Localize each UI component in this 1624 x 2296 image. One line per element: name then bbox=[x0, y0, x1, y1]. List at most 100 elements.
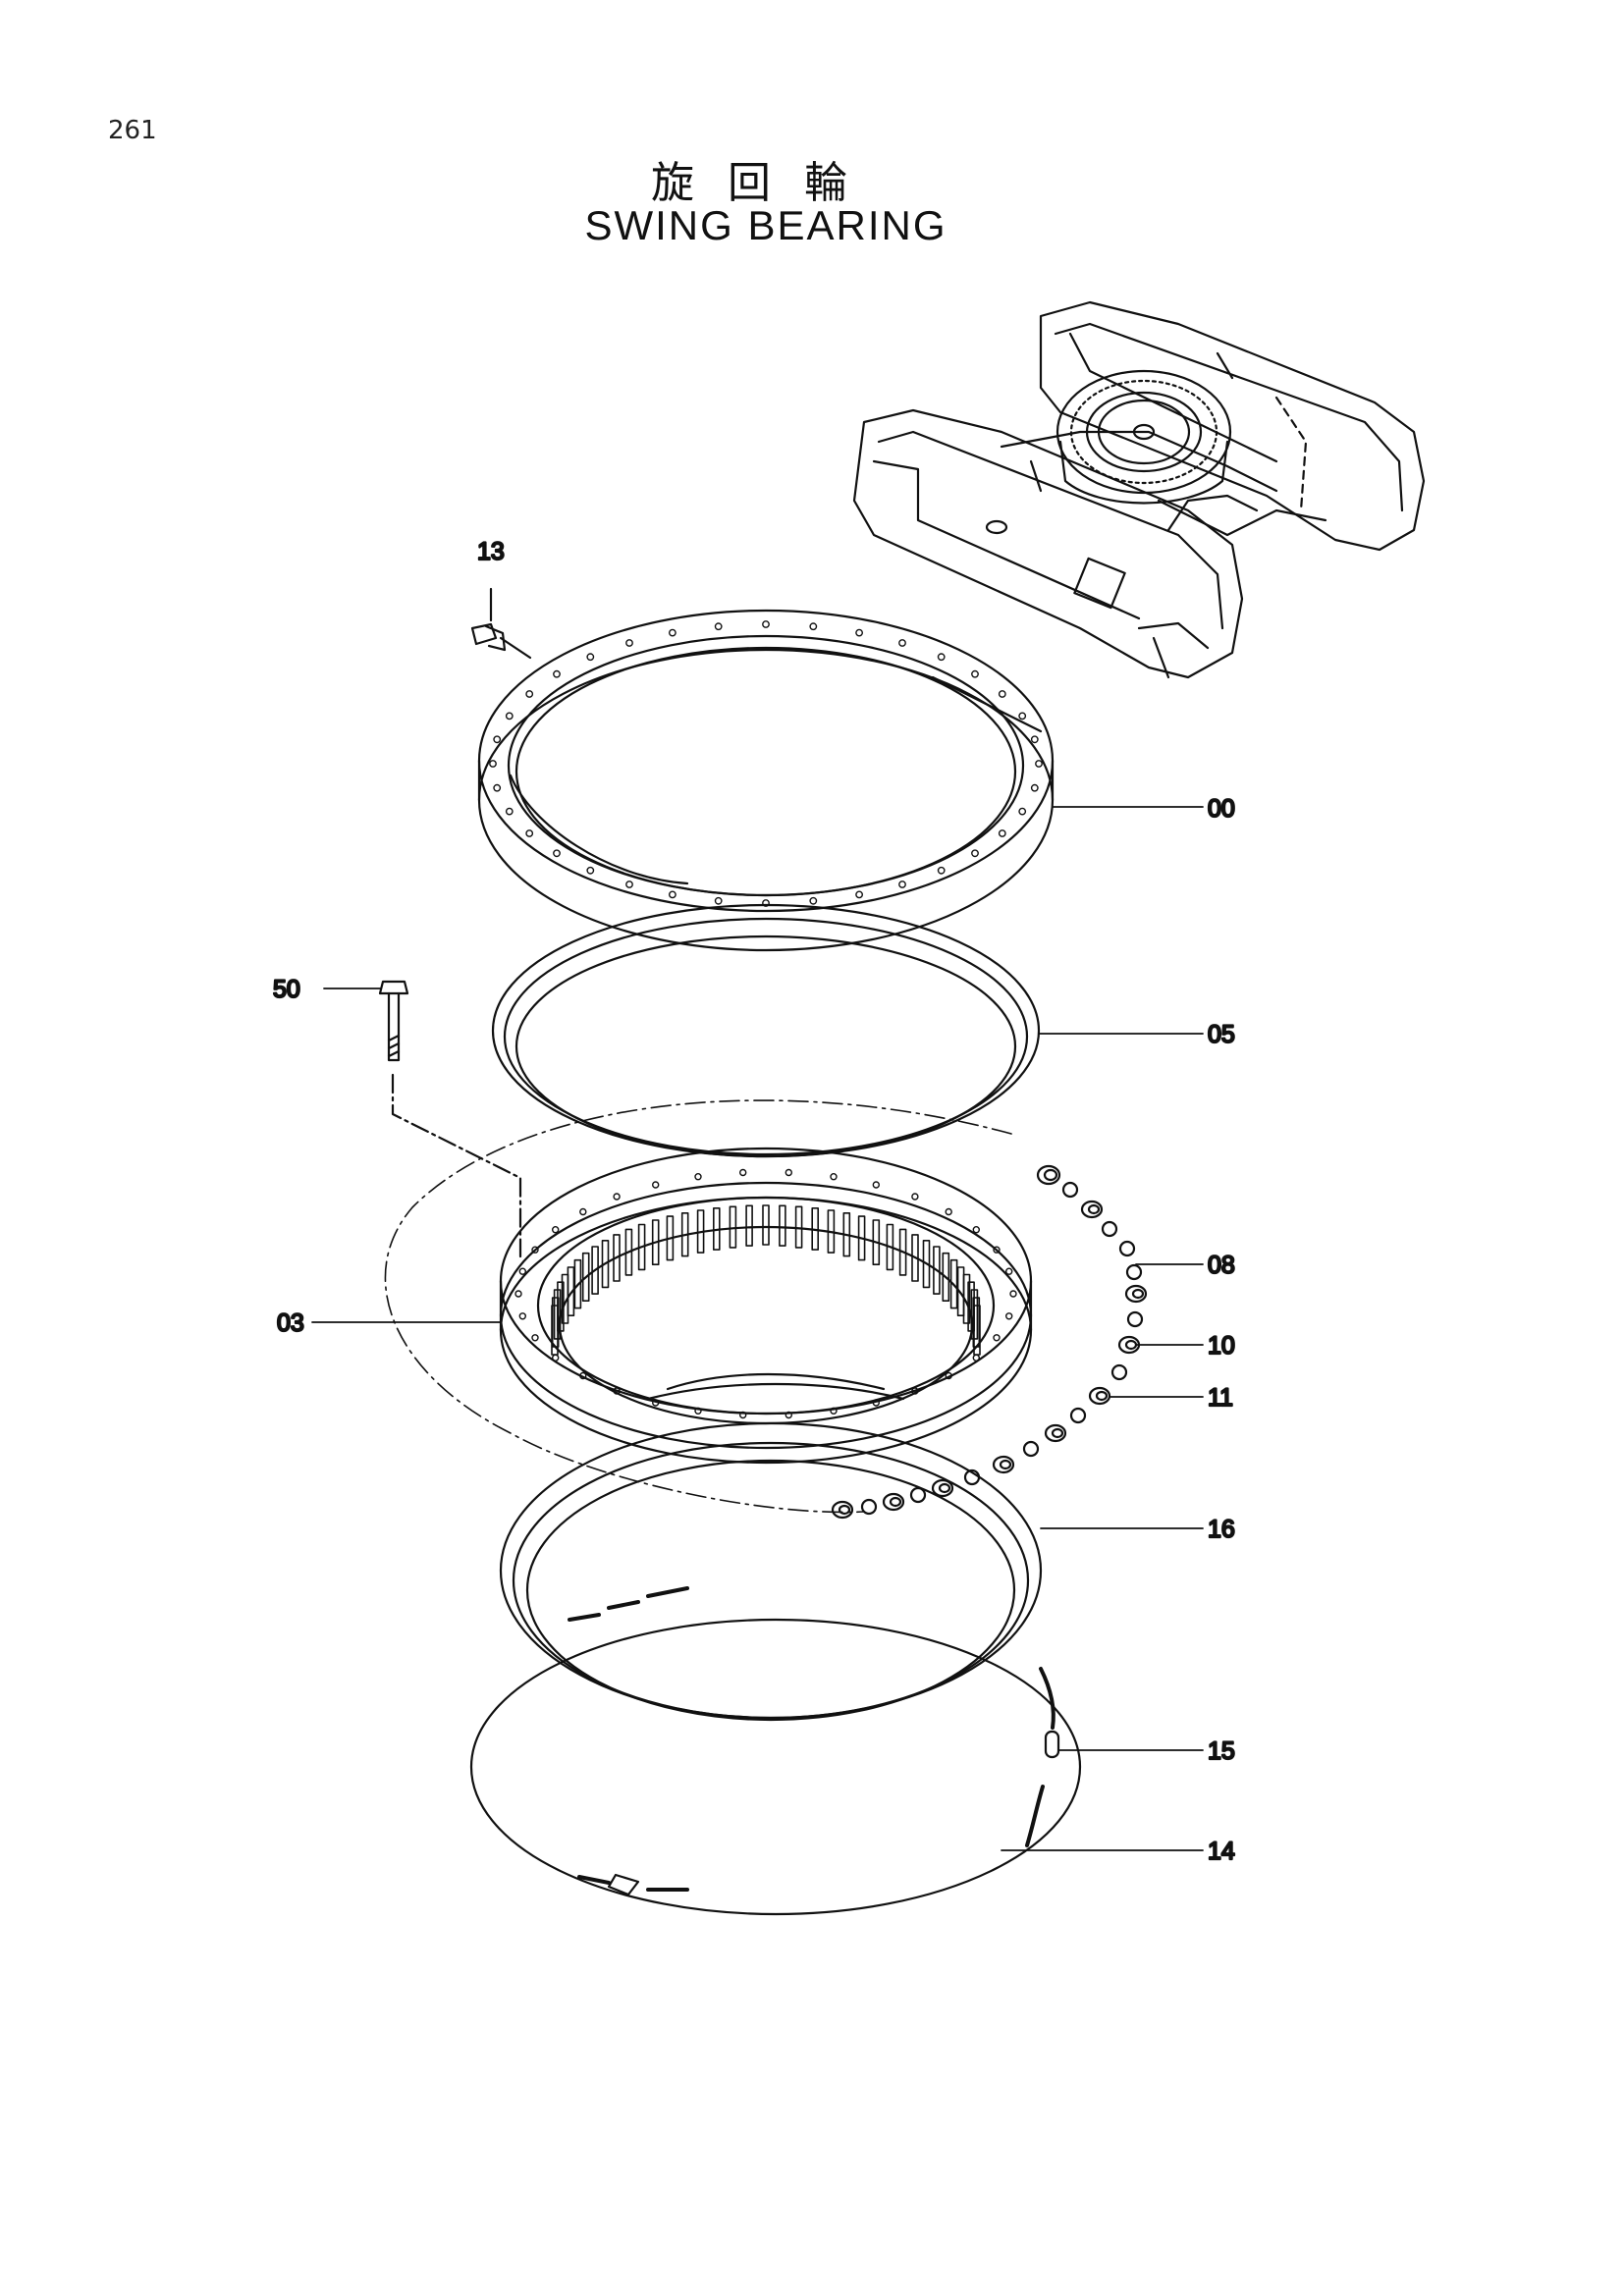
gear-tooth bbox=[613, 1234, 621, 1282]
bolt-hole bbox=[669, 628, 677, 637]
bolt-hole bbox=[531, 1246, 539, 1254]
gear-tooth bbox=[811, 1207, 820, 1251]
bolt-hole bbox=[505, 712, 514, 721]
bolt-hole bbox=[525, 690, 534, 698]
bolt-hole bbox=[579, 1207, 587, 1216]
gear-tooth bbox=[842, 1212, 851, 1257]
bolt-hole bbox=[830, 1172, 838, 1181]
bolt-hole bbox=[714, 622, 723, 631]
gear-tooth bbox=[779, 1204, 786, 1247]
gear-tooth bbox=[680, 1212, 689, 1257]
bolt-hole bbox=[945, 1207, 952, 1216]
gear-tooth bbox=[573, 1258, 582, 1309]
callout-11: 11 bbox=[1208, 1384, 1233, 1412]
bolt-hole bbox=[1018, 807, 1027, 816]
gear-tooth bbox=[745, 1204, 753, 1247]
bolt-hole bbox=[762, 899, 770, 907]
bolt-hole bbox=[971, 849, 979, 858]
ball-spacer bbox=[931, 1478, 954, 1498]
ball-spacer bbox=[882, 1492, 905, 1512]
bolt-hole bbox=[739, 1411, 747, 1419]
bolt-hole bbox=[898, 639, 906, 647]
gear-tooth bbox=[933, 1246, 941, 1295]
bolt-hole bbox=[613, 1193, 621, 1201]
bolt-hole bbox=[714, 896, 723, 905]
gear-tooth bbox=[911, 1234, 919, 1282]
bolt-hole bbox=[872, 1399, 880, 1407]
gear-tooth bbox=[729, 1205, 737, 1249]
bolt-hole bbox=[586, 653, 595, 662]
bearing-ball bbox=[1069, 1407, 1087, 1424]
bolt-hole bbox=[514, 1290, 522, 1298]
outer-ring-00 bbox=[477, 609, 1055, 952]
callout-05: 05 bbox=[1208, 1021, 1235, 1048]
callout-10: 10 bbox=[1208, 1332, 1235, 1360]
grease-fitting-13 bbox=[470, 587, 532, 660]
gear-tooth bbox=[712, 1207, 721, 1251]
bolt-hole bbox=[669, 890, 677, 899]
gear-tooth bbox=[949, 1258, 958, 1309]
callout-15: 15 bbox=[1208, 1737, 1235, 1765]
bolt-hole bbox=[553, 849, 561, 858]
gear-tooth bbox=[962, 1273, 971, 1324]
bolt-hole bbox=[505, 807, 514, 816]
ball-spacer bbox=[1044, 1423, 1067, 1443]
bolt-hole bbox=[1004, 1312, 1013, 1320]
bolt-hole bbox=[625, 639, 633, 647]
ball-spacer bbox=[1088, 1386, 1111, 1406]
ball-spacer bbox=[831, 1500, 854, 1520]
gear-tooth bbox=[651, 1219, 660, 1266]
bolt-hole bbox=[785, 1411, 792, 1419]
bolt-hole bbox=[652, 1181, 660, 1189]
bearing-ball bbox=[909, 1486, 927, 1504]
bearing-ball bbox=[1110, 1363, 1128, 1381]
bolt-hole bbox=[518, 1267, 526, 1275]
seal-16 bbox=[499, 1421, 1043, 1722]
seal-band-14 bbox=[469, 1618, 1082, 1916]
gear-tooth bbox=[886, 1223, 894, 1271]
ball-spacer bbox=[1036, 1164, 1061, 1186]
ball-spacer bbox=[1080, 1200, 1104, 1219]
bolt-hole bbox=[993, 1246, 1001, 1254]
gear-tooth bbox=[898, 1228, 907, 1276]
ball-spacer-inner bbox=[1043, 1168, 1058, 1182]
gear-tooth bbox=[624, 1228, 633, 1276]
bolt-hole bbox=[998, 829, 1006, 837]
bearing-ball bbox=[1118, 1240, 1136, 1257]
bolt-hole bbox=[911, 1193, 919, 1201]
bolt-hole bbox=[1004, 1267, 1013, 1275]
bolt-hole bbox=[1035, 760, 1043, 768]
bolt-hole bbox=[525, 829, 534, 837]
bolt-hole bbox=[579, 1371, 587, 1380]
gear-tooth bbox=[581, 1252, 590, 1302]
callout-50: 50 bbox=[273, 976, 300, 1003]
bolt-hole bbox=[971, 669, 979, 678]
ball-spacer bbox=[992, 1455, 1015, 1474]
bolt-hole bbox=[694, 1172, 702, 1181]
ball-spacer-inner bbox=[999, 1459, 1012, 1470]
callout-13: 13 bbox=[477, 538, 505, 565]
ball-spacer-inner bbox=[889, 1496, 902, 1508]
gear-tooth bbox=[762, 1204, 770, 1246]
ball-spacer-inner bbox=[1124, 1339, 1138, 1351]
bearing-ball bbox=[1101, 1220, 1118, 1238]
leader-lines bbox=[311, 806, 1204, 1851]
gear-tooth bbox=[591, 1246, 599, 1295]
gear-tooth bbox=[696, 1209, 705, 1254]
bolt-hole bbox=[809, 896, 818, 905]
bearing-ball bbox=[860, 1498, 878, 1516]
bolt-hole bbox=[552, 1354, 560, 1362]
ball-spacer-inner bbox=[1095, 1390, 1109, 1402]
bolt-hole bbox=[739, 1168, 747, 1177]
bolt-hole bbox=[945, 1371, 952, 1380]
bolt-hole bbox=[652, 1399, 660, 1407]
bearing-ball bbox=[1126, 1310, 1144, 1328]
callout-00: 00 bbox=[1208, 795, 1235, 823]
ball-spacer-inner bbox=[1131, 1288, 1145, 1300]
bearing-ball bbox=[1125, 1263, 1143, 1281]
bolt-hole bbox=[1018, 712, 1027, 721]
undercarriage-illustration bbox=[852, 300, 1426, 733]
bolt-hole bbox=[1030, 735, 1039, 744]
